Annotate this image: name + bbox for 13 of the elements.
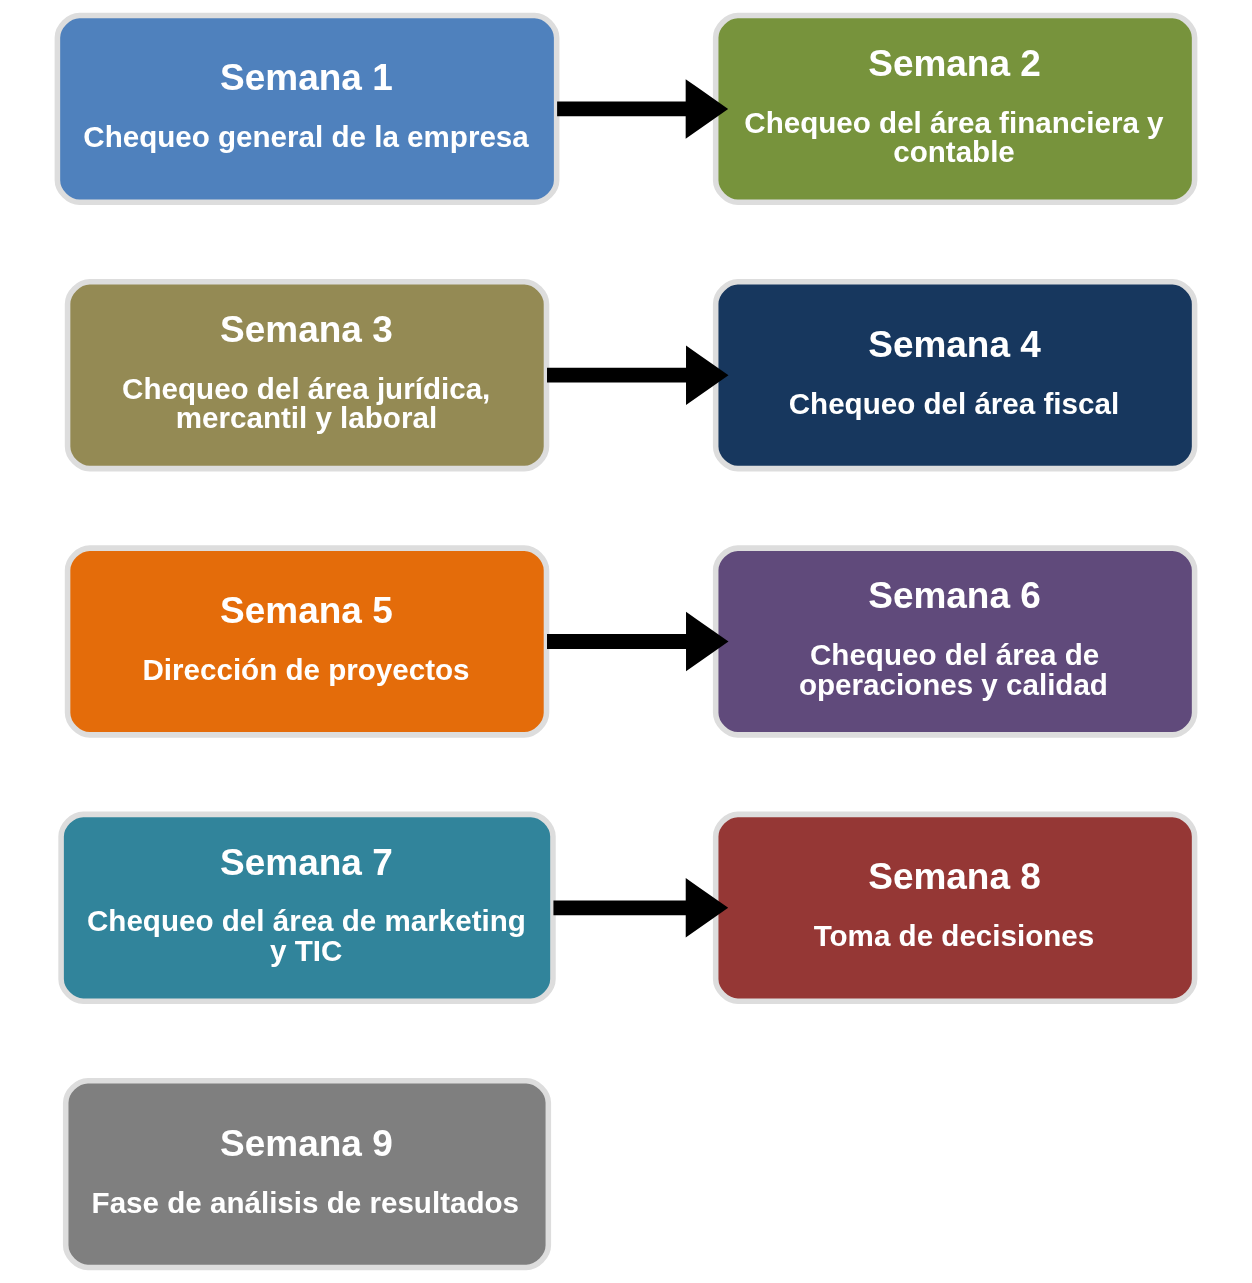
arrow xyxy=(557,79,729,139)
node-box: Semana 2 Chequeo del área financiera y contable xyxy=(712,12,1198,206)
node-box: Semana 8 Toma de decisiones xyxy=(712,811,1198,1004)
node-box: Semana 9 Fase de análisis de resultados xyxy=(62,1077,552,1271)
node-box: Semana 4 Chequeo del área fiscal xyxy=(712,279,1198,472)
node-box: Semana 6 Chequeo del área de operaciones y calidad xyxy=(712,545,1198,738)
node-box: Semana 1 Chequeo general de la empresa xyxy=(54,12,560,206)
arrow xyxy=(553,878,729,938)
node-box: Semana 5 Dirección de proyectos xyxy=(64,545,550,738)
node-box: Semana 3 Chequeo del área jurídica, mercantil y laboral xyxy=(64,279,550,472)
arrow xyxy=(547,345,729,405)
node-box: Semana 7 Chequeo del área de marketing y TIC xyxy=(58,811,556,1004)
arrow xyxy=(547,611,729,672)
